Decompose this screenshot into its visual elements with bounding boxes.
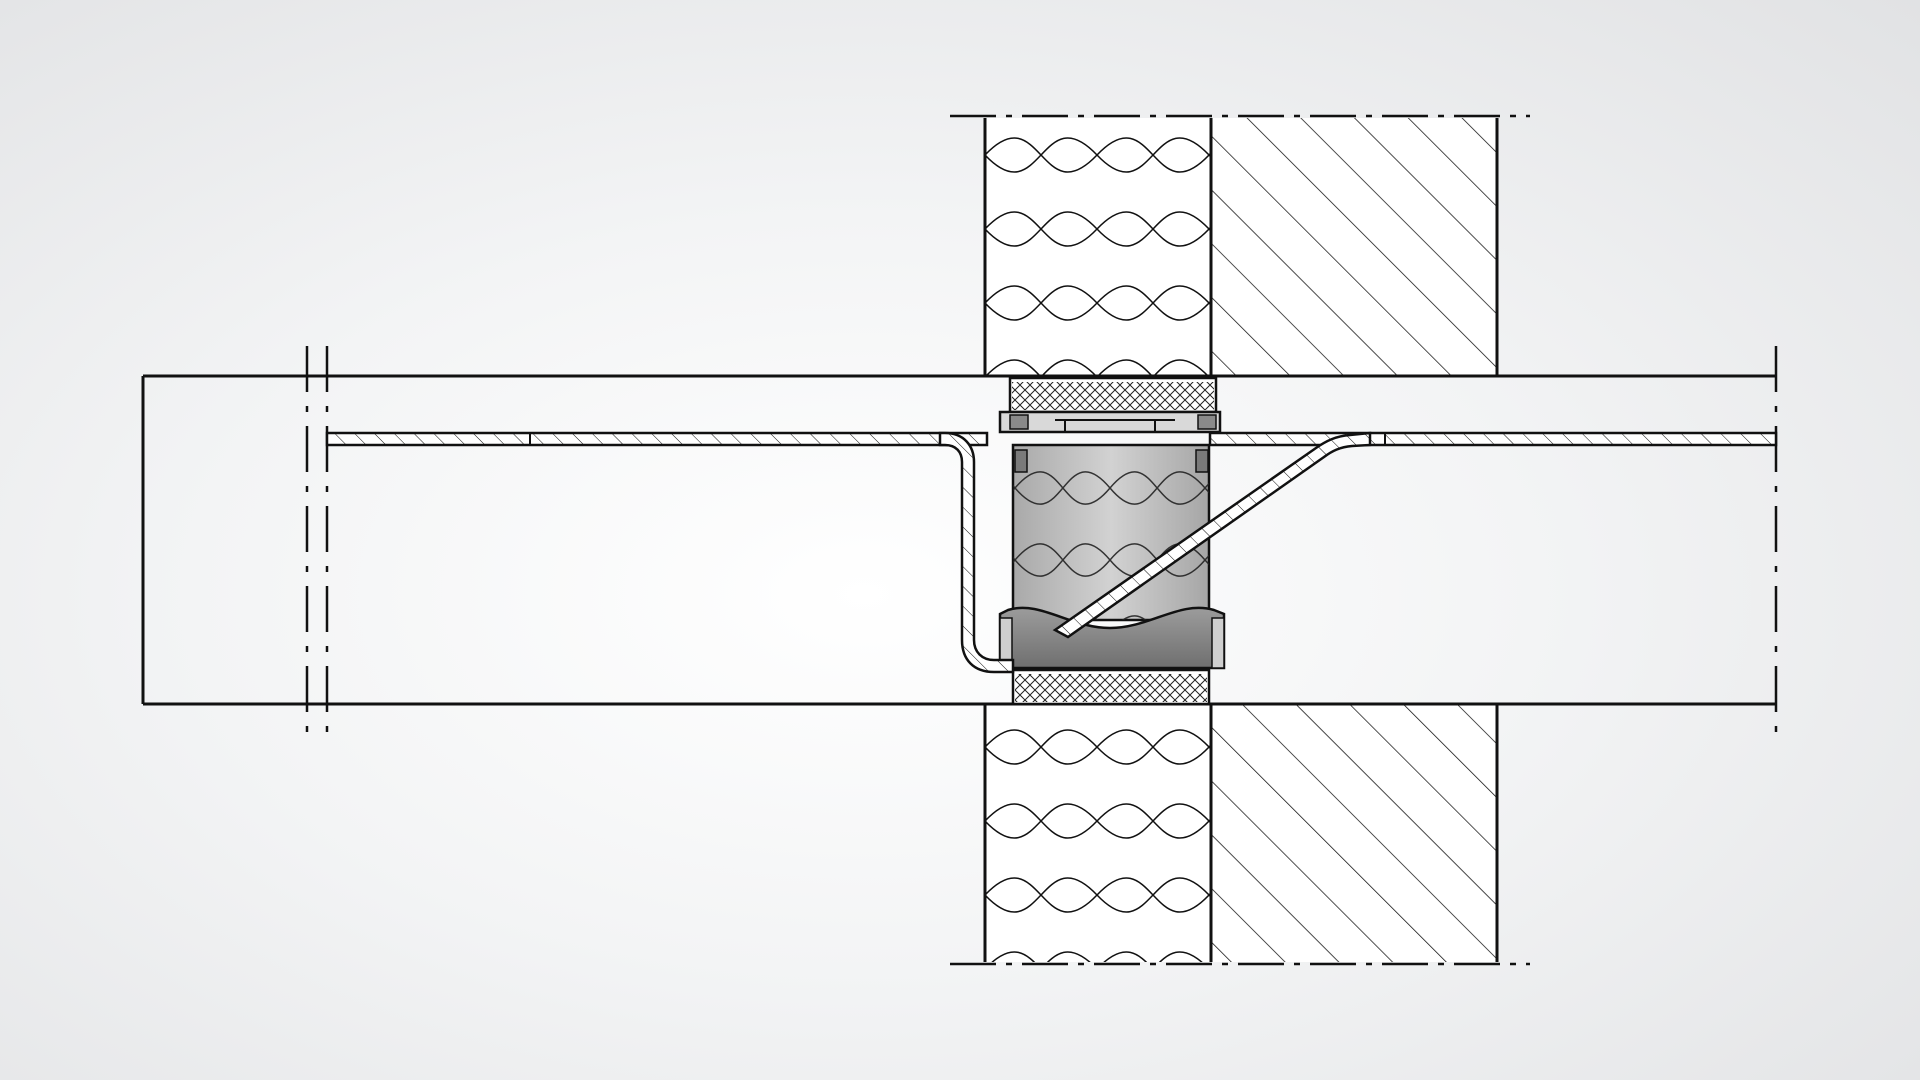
wall-upper — [950, 114, 1530, 376]
wall-lower — [950, 704, 1530, 966]
diagonal-pipe — [1052, 431, 1372, 639]
horizontal-pipe — [325, 431, 1778, 447]
slab-section — [141, 346, 1778, 738]
top-flange — [998, 410, 1222, 434]
bent-pipe — [938, 431, 1015, 674]
penetration-sleeve — [998, 376, 1226, 706]
lower-seal-collar — [998, 606, 1226, 670]
